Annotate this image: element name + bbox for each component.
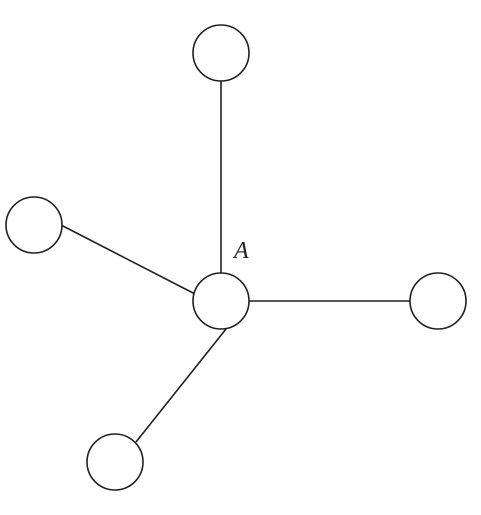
edge-center-bottom-left	[135, 328, 227, 443]
edge-center-left	[60, 224, 196, 295]
node-right	[409, 272, 467, 330]
node-left	[5, 196, 63, 254]
node-center-a	[192, 272, 250, 330]
node-top	[192, 24, 250, 82]
node-label-a: A	[232, 238, 249, 264]
node-bottom-left	[86, 433, 144, 491]
